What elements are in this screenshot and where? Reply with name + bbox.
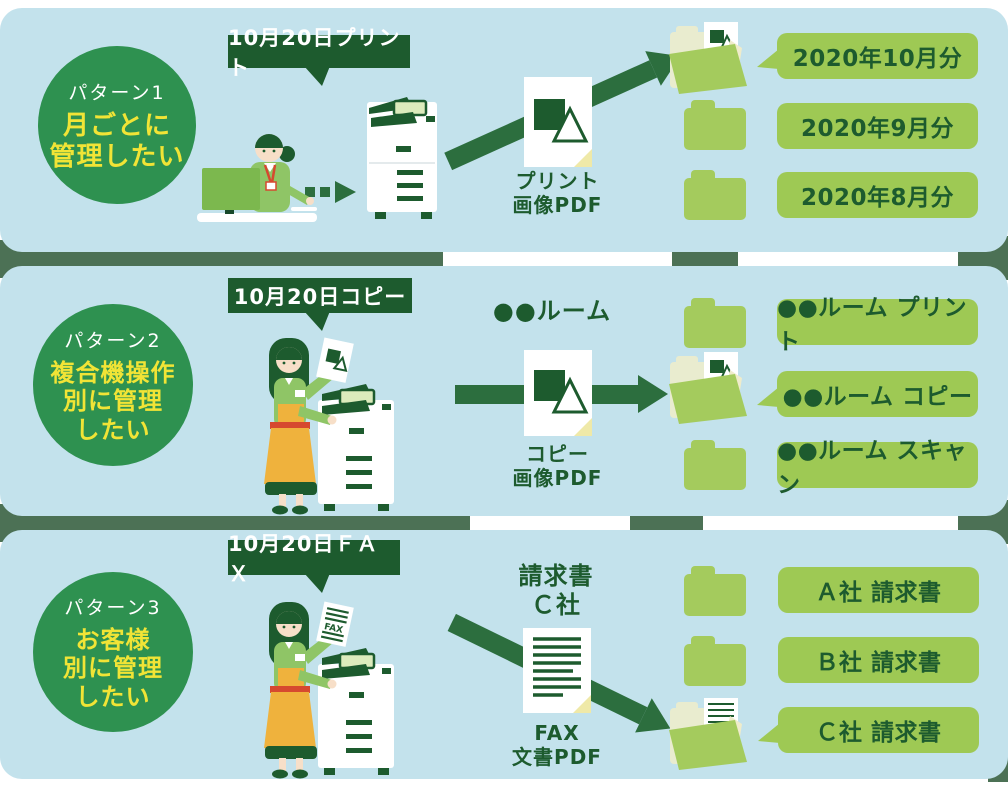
pattern-badge-label: パターン3 [64, 597, 162, 620]
invoice-source-label: 請求書 Ｃ社 [518, 562, 594, 619]
pattern-2-badge: パターン2 複合機操作 別に管理 したい [33, 304, 193, 466]
open-folder-icon [666, 352, 750, 428]
badge-want-line: 複合機操作 [50, 359, 176, 388]
badge-want-line: 別に管理 [63, 387, 163, 416]
closed-folder-icon [684, 170, 746, 224]
dashed-arrow-icon [305, 181, 356, 203]
speech-bubble-tail-icon [304, 66, 330, 86]
standing-worker [264, 602, 337, 779]
badge-want-line: したい [75, 415, 151, 444]
folder-label-pill: ●●ルーム プリント [777, 295, 978, 355]
keyboard-icon [291, 207, 317, 211]
standing-worker [264, 338, 337, 515]
speech-bubble-tail-icon [304, 311, 330, 331]
held-paper-label: FAX [323, 622, 344, 636]
mfp-printer-icon [318, 384, 394, 511]
badge-want-line: 管理したい [49, 141, 185, 172]
closed-folder-icon [684, 636, 746, 690]
folder-label-pill: Ａ社 請求書 [778, 567, 979, 613]
open-folder-icon [666, 22, 750, 98]
badge-want-line: お客様 [75, 626, 151, 655]
closed-folder-icon [684, 566, 746, 620]
speech-bubble-text: 10月20日コピー [233, 284, 407, 309]
document-caption: FAX 文書PDF [512, 721, 602, 769]
mfp-printer-icon [318, 648, 394, 775]
mfp-printer-icon [367, 97, 437, 219]
folder-label-pill: Ｃ社 請求書 [758, 707, 979, 753]
worker-at-copier-illustration [264, 337, 394, 515]
page-fold-icon [574, 418, 592, 436]
speech-bubble-tail-icon [304, 573, 330, 593]
room-name-label: ●●ルーム [492, 297, 612, 325]
folder-label-pill: Ｂ社 請求書 [778, 637, 979, 683]
badge-want-line: したい [75, 682, 151, 711]
pattern-3-badge: パターン3 お客様 別に管理 したい [33, 572, 193, 732]
badge-want-line: 別に管理 [63, 654, 163, 683]
pattern-badge-label: パターン1 [68, 81, 166, 104]
panel-pattern-1: パターン1 月ごとに 管理したい 10月20日プリント [0, 8, 1008, 252]
folder-label-pill: ●●ルーム コピー [757, 371, 978, 417]
closed-folder-icon [684, 100, 746, 154]
speech-bubble-text: 10月20日プリント [228, 25, 401, 80]
panel-pattern-2: パターン2 複合機操作 別に管理 したい 10月20日コピー [0, 266, 1008, 516]
pdf-document-icon [524, 77, 592, 167]
folder-label-pill: 2020年9月分 [777, 103, 978, 149]
worker-at-fax-illustration: FAX [264, 601, 394, 779]
folder-label-pill: 2020年10月分 [757, 33, 978, 79]
pill-tail-icon [758, 723, 780, 743]
speech-bubble-text: 10月20日ＦＡＸ [228, 531, 379, 586]
desk [197, 213, 317, 222]
worker-at-desk-illustration [197, 97, 437, 222]
folder-label-pill: 2020年8月分 [777, 172, 978, 218]
fax-document-icon [523, 628, 591, 713]
speech-bubble: 10月20日プリント [228, 26, 410, 86]
closed-folder-icon [684, 440, 746, 494]
pdf-document-icon [524, 350, 592, 436]
held-paper-icon: FAX [316, 601, 354, 647]
speech-bubble: 10月20日コピー [228, 278, 412, 331]
open-folder-icon [666, 698, 750, 774]
document-caption: プリント 画像PDF [512, 169, 603, 217]
panel-pattern-3: パターン3 お客様 別に管理 したい 10月20日ＦＡＸ [0, 530, 1008, 779]
pill-tail-icon [757, 387, 779, 407]
speech-bubble: 10月20日ＦＡＸ [228, 532, 400, 593]
monitor-icon [202, 168, 260, 214]
pill-tail-icon [757, 49, 779, 69]
pattern-1-badge: パターン1 月ごとに 管理したい [38, 46, 196, 204]
document-caption: コピー 画像PDF [512, 442, 603, 490]
badge-want-line: 月ごとに [62, 110, 171, 141]
seated-worker [250, 134, 314, 212]
page-fold-icon [573, 695, 591, 713]
pattern-badge-label: パターン2 [64, 330, 162, 353]
folder-label-pill: ●●ルーム スキャン [777, 438, 978, 498]
page-fold-icon [574, 149, 592, 167]
held-paper-icon [316, 337, 354, 383]
closed-folder-icon [684, 298, 746, 352]
